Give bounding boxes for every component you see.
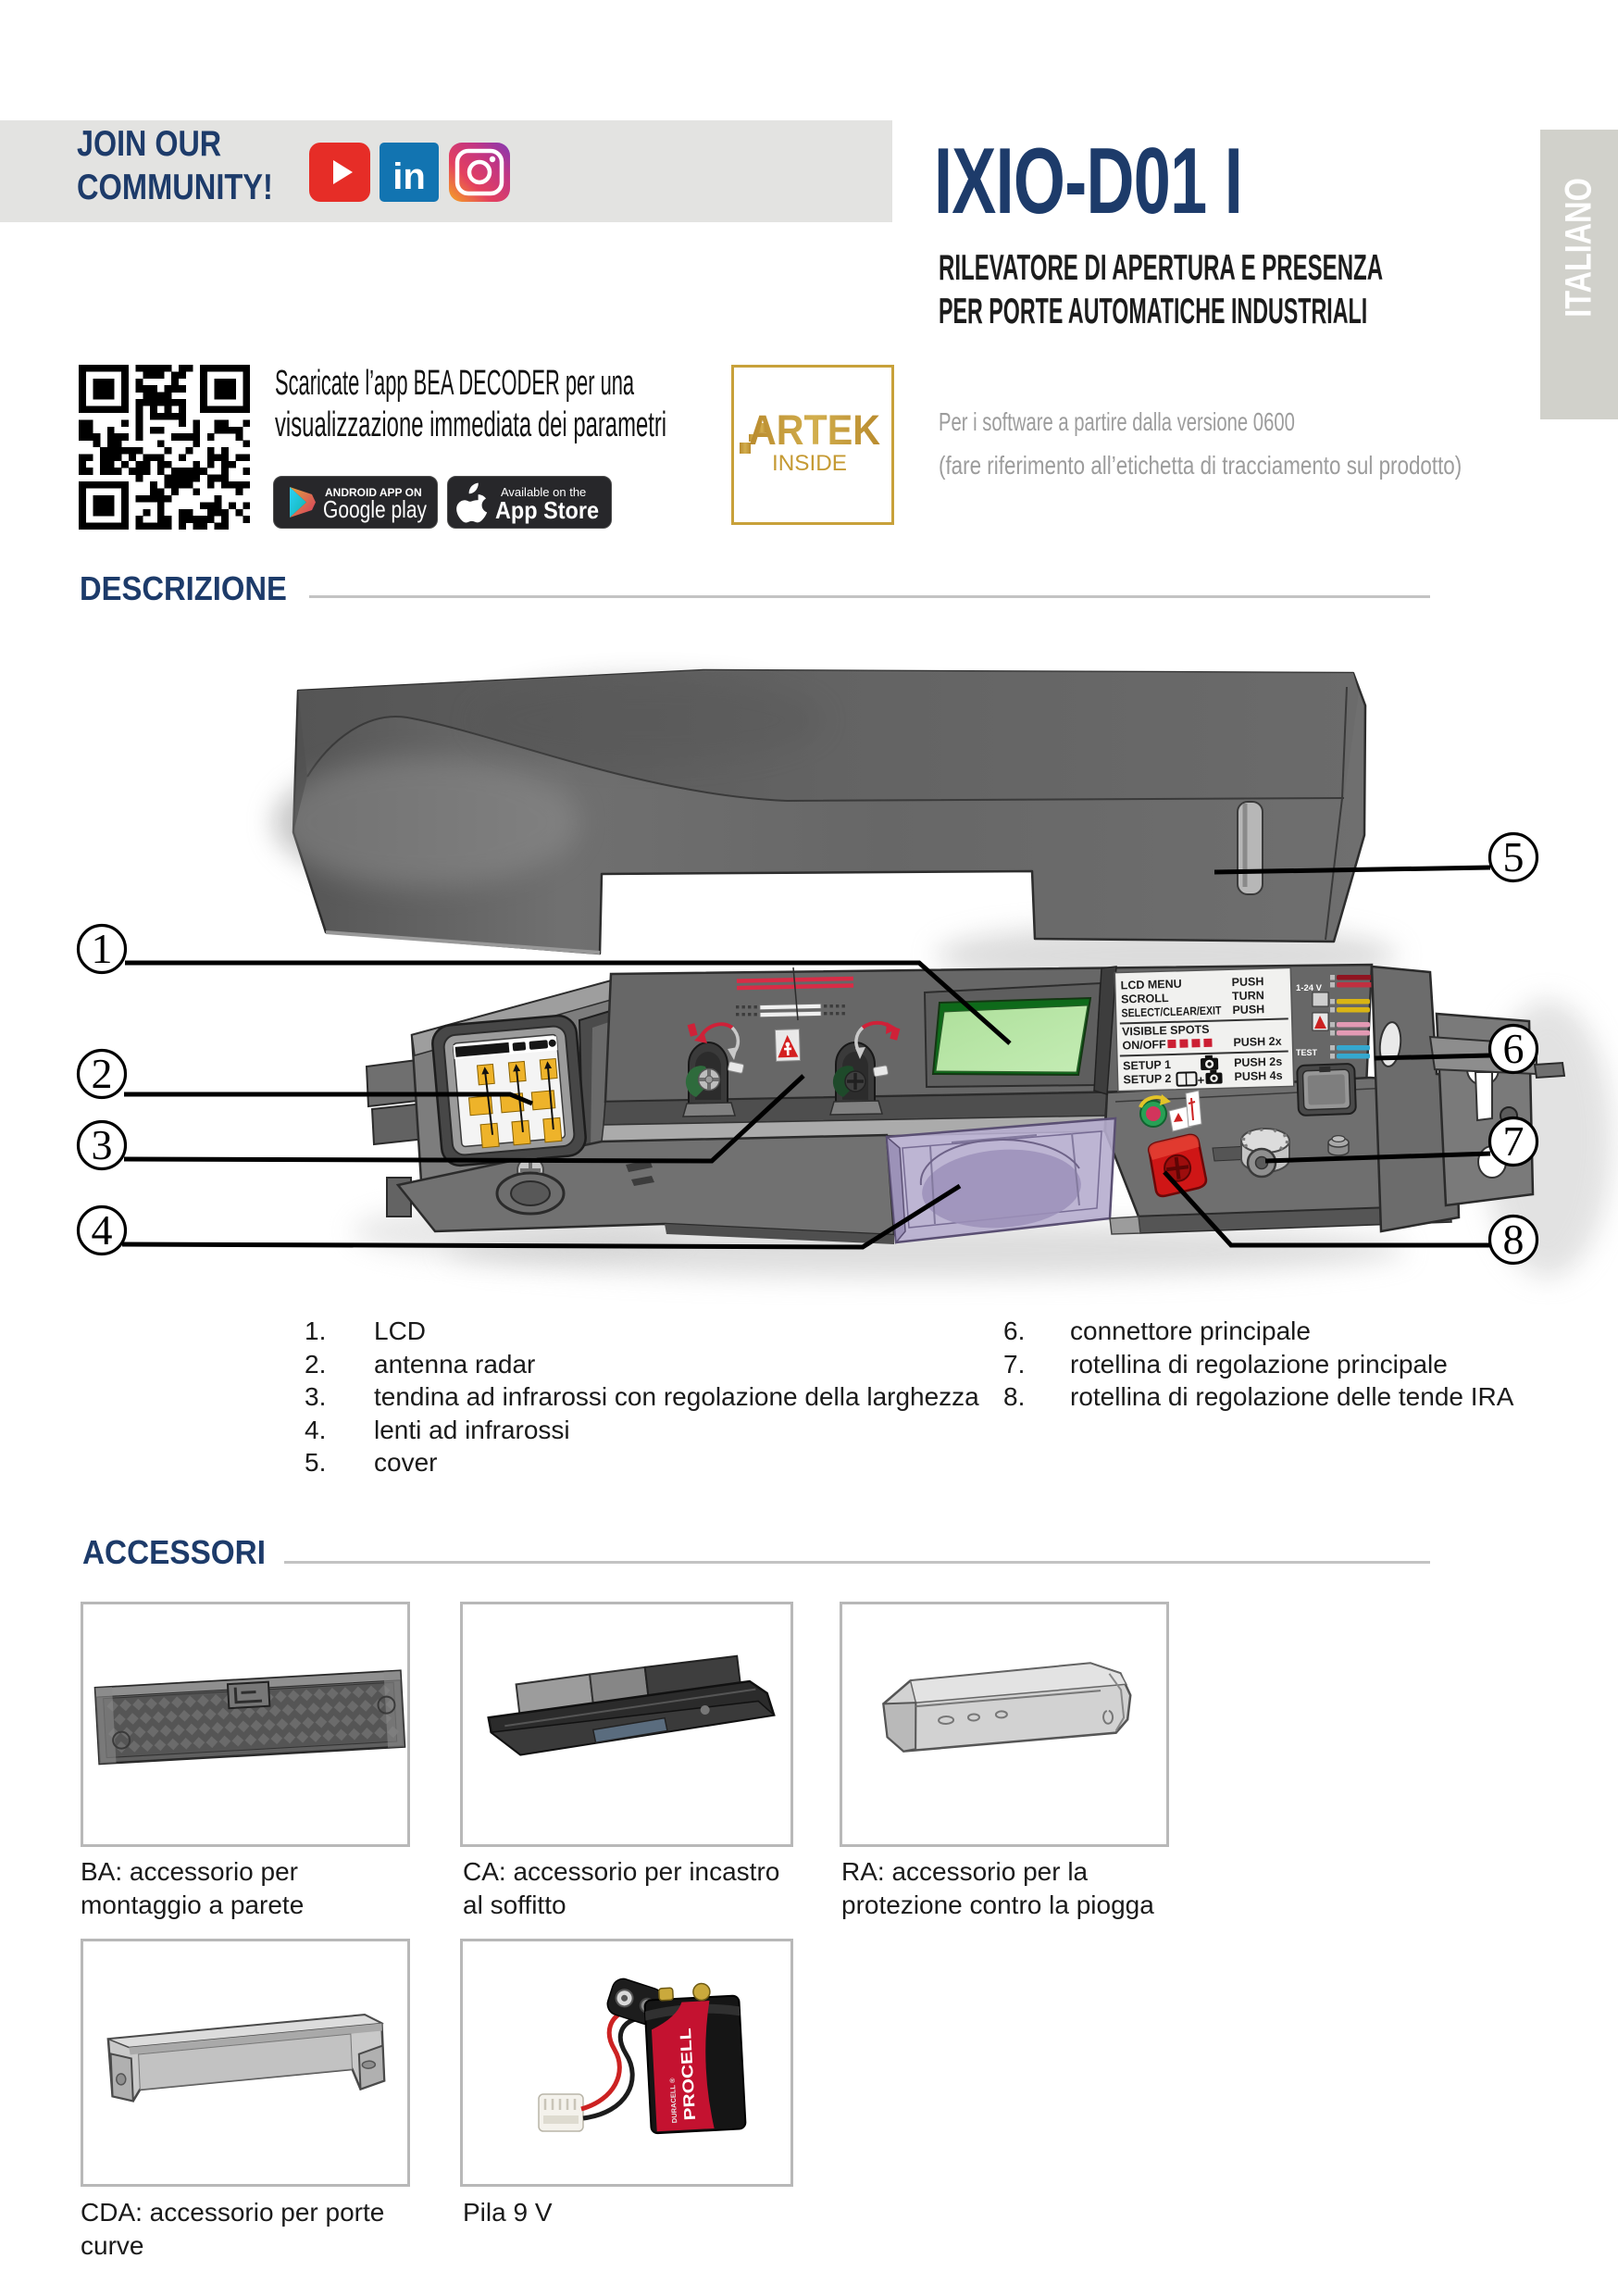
svg-text:App Store: App Store xyxy=(495,496,599,524)
svg-text:Google play: Google play xyxy=(323,495,427,523)
svg-text:LCD MENU: LCD MENU xyxy=(1120,978,1181,992)
svg-text:VISIBLE SPOTS: VISIBLE SPOTS xyxy=(1122,1023,1210,1039)
svg-text:SELECT/CLEAR/EXIT: SELECT/CLEAR/EXIT xyxy=(1121,1004,1222,1019)
svg-text:TEST: TEST xyxy=(1296,1048,1318,1057)
svg-text:1: 1 xyxy=(92,925,113,972)
svg-text:PUSH 2s: PUSH 2s xyxy=(1234,1055,1283,1069)
svg-text:SETUP 2: SETUP 2 xyxy=(1123,1072,1171,1086)
svg-text:INSIDE: INSIDE xyxy=(772,451,847,476)
svg-text:6: 6 xyxy=(1503,1025,1525,1072)
svg-text:4: 4 xyxy=(92,1206,113,1254)
svg-text:SCROLL: SCROLL xyxy=(1121,992,1169,1005)
svg-text:PUSH 2x: PUSH 2x xyxy=(1233,1035,1282,1049)
svg-text:1-24 V: 1-24 V xyxy=(1296,983,1323,993)
svg-text:in: in xyxy=(392,156,426,197)
svg-text:TURN: TURN xyxy=(1232,989,1264,1003)
svg-text:PUSH 4s: PUSH 4s xyxy=(1234,1069,1283,1083)
svg-text:7: 7 xyxy=(1503,1117,1525,1165)
svg-text:3: 3 xyxy=(92,1121,113,1168)
svg-text:PUSH: PUSH xyxy=(1231,975,1263,989)
svg-text:DURACELL ®: DURACELL ® xyxy=(668,2078,679,2124)
svg-text:PUSH: PUSH xyxy=(1232,1003,1264,1017)
svg-text:2: 2 xyxy=(92,1050,113,1097)
svg-text:SETUP 1: SETUP 1 xyxy=(1123,1058,1171,1072)
svg-text:Available on the: Available on the xyxy=(501,485,586,499)
svg-text:+: + xyxy=(1197,1073,1204,1087)
svg-text:8: 8 xyxy=(1503,1216,1525,1263)
svg-text:ON/OFF: ON/OFF xyxy=(1122,1038,1166,1052)
svg-text:ARTEK: ARTEK xyxy=(749,406,880,454)
svg-text:5: 5 xyxy=(1503,833,1525,880)
svg-text:ANDROID APP ON: ANDROID APP ON xyxy=(325,486,422,499)
